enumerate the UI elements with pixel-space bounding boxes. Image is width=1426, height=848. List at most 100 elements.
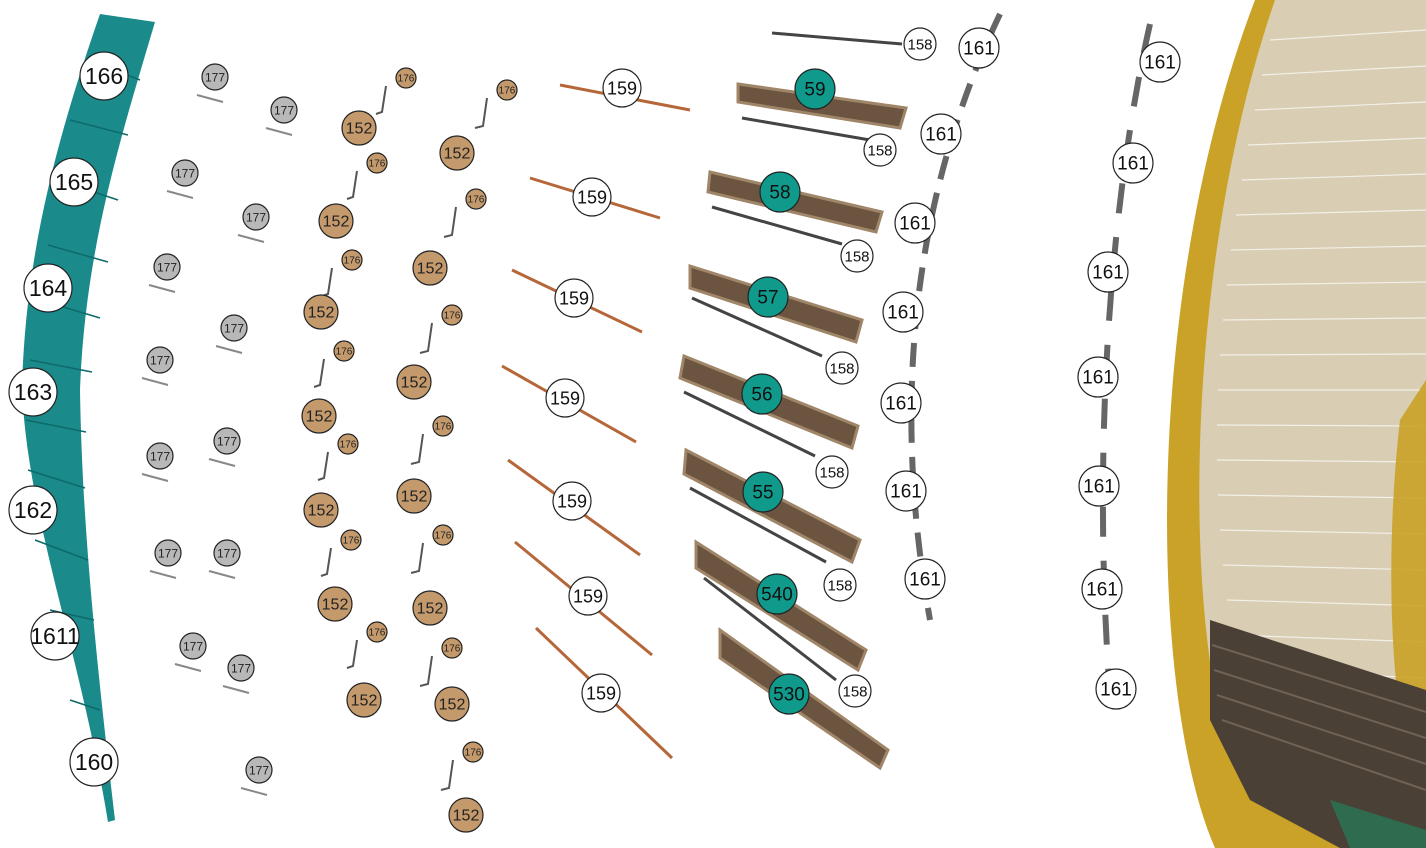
slat-label-4-text: 55	[752, 483, 773, 504]
segment-label-1-text: 165	[55, 169, 93, 195]
screw-label-9: 177	[213, 539, 241, 567]
pin-column-a	[908, 12, 1003, 621]
bracket-label-a-1-text: 152	[323, 214, 350, 231]
screw-label-2: 177	[171, 159, 199, 187]
rod159-label-5-circle	[568, 576, 608, 616]
bracket-label-b-1-circle	[412, 250, 448, 286]
hook-label-b-3-circle	[432, 415, 454, 437]
screw-label-6-circle	[146, 346, 174, 374]
slat-label-0-circle	[794, 68, 836, 110]
bracket-label-a-0-text: 152	[346, 121, 373, 138]
pin161-label-b-4: 161	[1078, 465, 1120, 507]
hook-label-b-5-text: 176	[444, 643, 461, 654]
rod158-label-1: 158	[863, 133, 897, 167]
screw-label-2-text: 177	[175, 166, 195, 180]
screw-177-shaft	[240, 787, 268, 796]
screw-label-11-text: 177	[183, 639, 203, 653]
pin161-label-a-1: 161	[920, 113, 962, 155]
rod159-label-2: 159	[554, 278, 594, 318]
segment-label-3: 163	[8, 367, 58, 417]
hook-label-a-6-text: 176	[369, 627, 386, 638]
pin161-label-b-0-text: 161	[1144, 53, 1176, 74]
segment-label-5: 1611	[30, 611, 80, 661]
rod158-label-4-text: 158	[819, 464, 844, 481]
pin161-label-a-3-text: 161	[887, 303, 919, 324]
screw-label-7-text: 177	[217, 434, 237, 448]
screw-177-shaft	[141, 473, 169, 482]
hook-176-wire	[419, 322, 433, 354]
pin161-label-a-4-text: 161	[885, 394, 917, 415]
screw-label-1-circle	[270, 96, 298, 124]
screw-label-13-circle	[245, 756, 273, 784]
pin-column-b	[1099, 23, 1153, 721]
segment-label-5-text: 1611	[30, 623, 79, 649]
rod158-label-1-circle	[863, 133, 897, 167]
hook-176-wire	[443, 206, 457, 238]
screw-label-5: 177	[220, 314, 248, 342]
screw-177-shaft	[208, 570, 236, 579]
bracket-label-a-3-text: 152	[306, 409, 333, 426]
bracket-label-a-6-circle	[346, 682, 382, 718]
bracket-label-a-4-circle	[303, 492, 339, 528]
rod158-label-0: 158	[903, 27, 937, 61]
segment-label-1: 165	[49, 157, 99, 207]
screw-177-shaft	[237, 234, 265, 243]
rod159-label-2-text: 159	[559, 288, 589, 308]
rod159-label-6-text: 159	[586, 683, 616, 703]
screw-label-8: 177	[146, 442, 174, 470]
bracket-label-b-3: 152	[396, 478, 432, 514]
bracket-label-a-5-text: 152	[322, 597, 349, 614]
slat-label-2-text: 57	[757, 288, 778, 309]
segment-label-4: 162	[8, 485, 58, 535]
segment-label-4-circle	[8, 485, 58, 535]
hook-label-a-3-text: 176	[336, 346, 353, 357]
hook-label-a-1-text: 176	[369, 158, 386, 169]
steel-rod-158	[703, 576, 837, 682]
screw-label-3: 177	[242, 203, 270, 231]
hook-label-b-0-text: 176	[499, 85, 516, 96]
rod159-label-0-text: 159	[607, 78, 637, 98]
bracket-label-a-3-circle	[301, 398, 337, 434]
barrel-wall-illustration	[1167, 0, 1426, 848]
hook-label-a-1-circle	[366, 152, 388, 174]
hook-label-a-5: 176	[340, 529, 362, 551]
hook-label-b-1-circle	[465, 188, 487, 210]
screw-177-shaft	[265, 127, 293, 136]
rod159-label-3-text: 159	[550, 388, 580, 408]
screw-label-5-text: 177	[224, 321, 244, 335]
pin161-label-b-3: 161	[1077, 356, 1119, 398]
screw-parts-177	[141, 94, 293, 796]
pin161-label-a-2-text: 161	[899, 214, 931, 235]
bracket-label-b-5: 152	[434, 686, 470, 722]
screw-label-11-circle	[179, 632, 207, 660]
hook-176-wire	[346, 170, 358, 200]
screw-177-shaft	[215, 345, 243, 354]
segment-label-0-circle	[79, 51, 129, 101]
pin161-label-b-4-circle	[1078, 465, 1120, 507]
hook-label-a-3: 176	[333, 340, 355, 362]
pin161-label-b-5: 161	[1081, 568, 1123, 610]
screw-label-13-text: 177	[249, 763, 269, 777]
bracket-label-b-0: 152	[439, 135, 475, 171]
slat-label-1-circle	[759, 171, 801, 213]
rod159-label-6: 159	[581, 673, 621, 713]
pin161-label-a-4-circle	[880, 382, 922, 424]
hook-176-wire	[321, 267, 333, 297]
screw-label-1: 177	[270, 96, 298, 124]
hook-label-a-2-text: 176	[344, 255, 361, 266]
screw-label-9-circle	[213, 539, 241, 567]
slat-label-4: 55	[742, 471, 784, 513]
slat-label-6-text: 530	[773, 685, 805, 706]
hook-label-a-0-circle	[395, 67, 417, 89]
rod158-label-5-circle	[823, 568, 857, 602]
hook-label-b-0-circle	[496, 79, 518, 101]
steel-rods-158	[683, 31, 903, 682]
segment-label-3-circle	[8, 367, 58, 417]
screw-label-3-text: 177	[246, 210, 266, 224]
screw-label-10-text: 177	[158, 546, 178, 560]
hook-176-wire	[317, 451, 329, 481]
rod158-label-0-text: 158	[907, 36, 932, 53]
hook-label-a-4-text: 176	[340, 439, 357, 450]
pin161-label-a-6-circle	[904, 558, 946, 600]
